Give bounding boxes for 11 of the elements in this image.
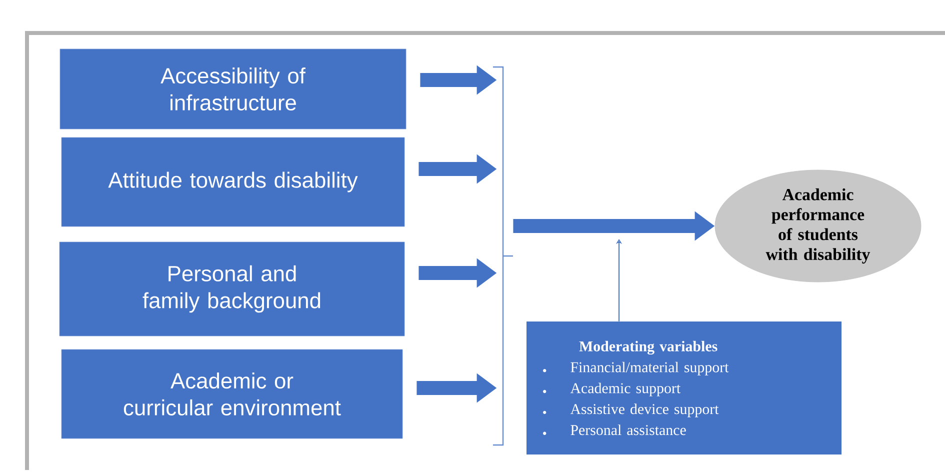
moderator-box [526,322,842,454]
list-item: Personal assistance [570,424,686,436]
factor-box: Personal and family background [59,242,405,336]
bracket [492,66,514,446]
factor-box: Accessibility of infrastructure [60,48,406,130]
list-item: Assistive device support [570,404,719,418]
list-item: Financial/material support [570,362,729,376]
factor-box: Academic or curricular environment [61,349,403,439]
list-item: Academic support [570,382,680,396]
heading: Moderating variables [579,340,718,355]
factor-box: Attitude towards disability [61,137,405,227]
